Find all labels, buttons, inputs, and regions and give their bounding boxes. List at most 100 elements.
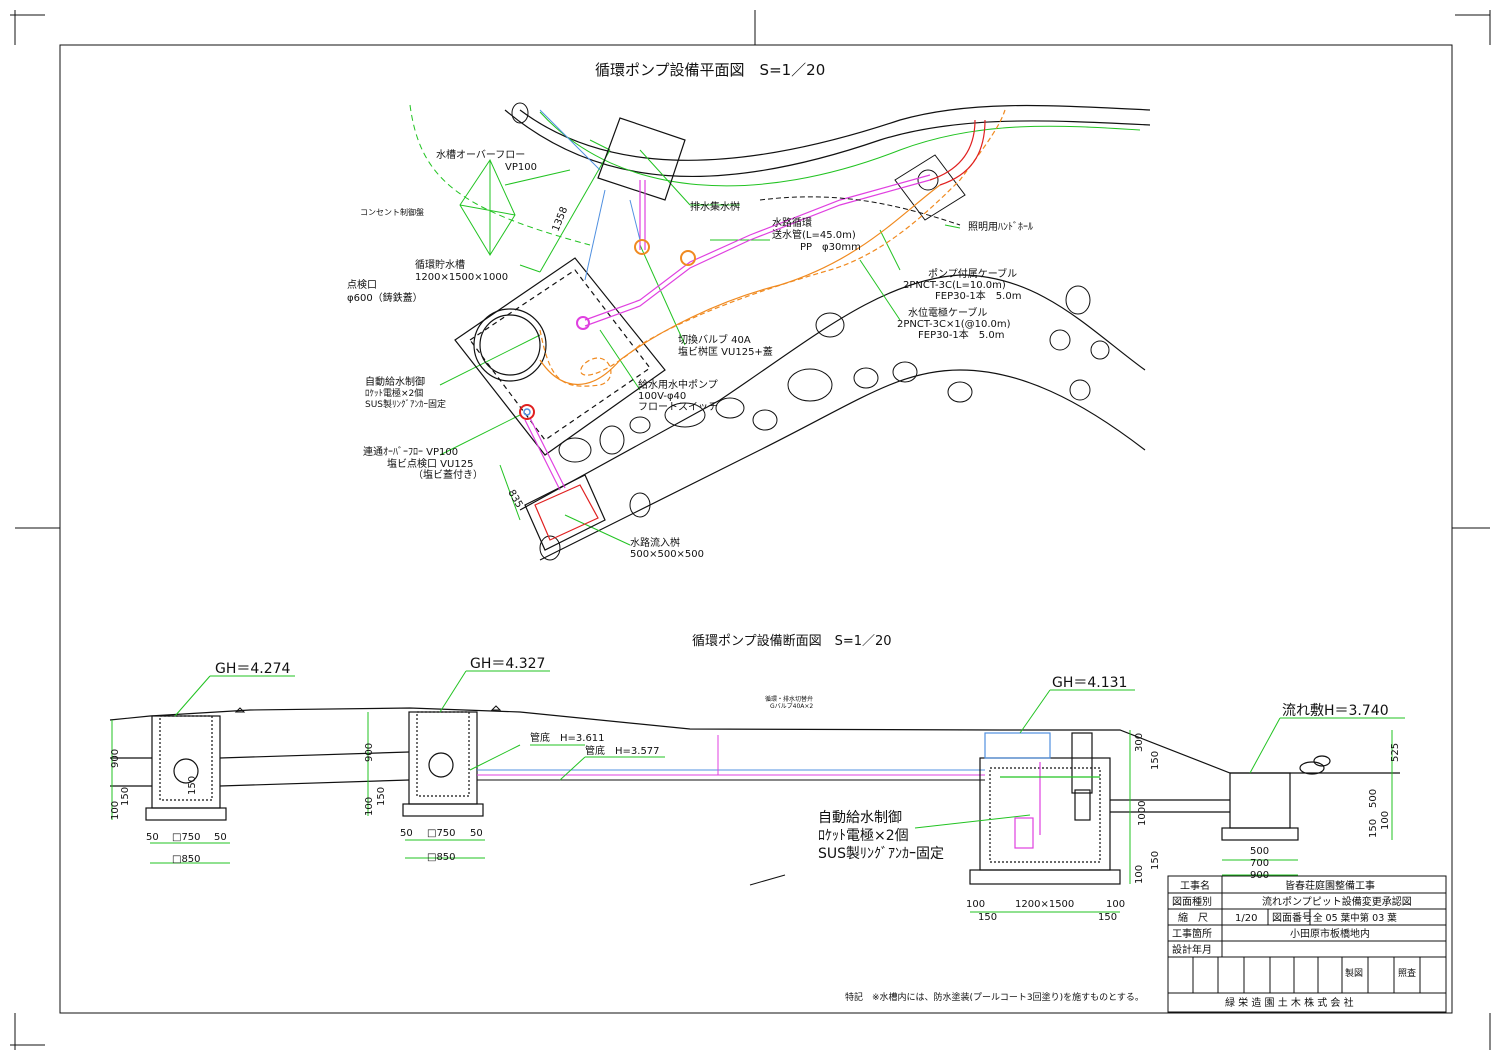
svg-text:□750: □750: [427, 828, 456, 839]
svg-text:工事箇所: 工事箇所: [1172, 927, 1212, 940]
section-tank: [969, 732, 1230, 885]
svg-text:照明用ﾊﾝﾄﾞﾎｰﾙ: 照明用ﾊﾝﾄﾞﾎｰﾙ: [968, 221, 1033, 233]
svg-text:□850: □850: [427, 852, 456, 863]
svg-text:100: 100: [110, 801, 121, 820]
svg-text:835: 835: [505, 488, 524, 510]
svg-text:150: 150: [1150, 851, 1161, 870]
svg-text:自動給水制御: 自動給水制御: [365, 375, 425, 388]
plan-terrain: [504, 104, 1151, 561]
svg-text:150: 150: [120, 787, 131, 806]
svg-text:自動給水制御: 自動給水制御: [818, 810, 902, 826]
svg-text:VP100: VP100: [505, 162, 537, 173]
svg-text:□850: □850: [172, 854, 201, 865]
svg-text:900: 900: [110, 749, 121, 768]
svg-text:循環・排水切替弁: 循環・排水切替弁: [765, 695, 813, 703]
svg-text:流れポンプピット設備変更承認図: 流れポンプピット設備変更承認図: [1262, 895, 1412, 908]
svg-text:100: 100: [1106, 899, 1125, 910]
svg-text:1000: 1000: [1137, 801, 1148, 826]
svg-text:管底 H=3.611: 管底 H=3.611: [530, 731, 605, 744]
svg-text:100: 100: [1380, 811, 1391, 830]
svg-text:100V-φ40: 100V-φ40: [638, 391, 686, 402]
svg-text:700: 700: [1250, 858, 1269, 869]
svg-text:1200×1500×1000: 1200×1500×1000: [415, 272, 508, 283]
svg-text:（塩ビ蓋付き）: （塩ビ蓋付き）: [413, 468, 483, 481]
svg-text:2PNCT-3C×1(@10.0m): 2PNCT-3C×1(@10.0m): [897, 319, 1011, 330]
svg-text:切換バルブ 40A: 切換バルブ 40A: [678, 333, 751, 346]
svg-text:FEP30-1本 5.0m: FEP30-1本 5.0m: [918, 328, 1004, 341]
svg-text:工事名: 工事名: [1180, 879, 1210, 892]
svg-text:ﾛｹｯﾄ電極×2個: ﾛｹｯﾄ電極×2個: [818, 828, 909, 844]
section-labels: GH＝4.274 GH＝4.327 GH＝4.131 流れ敷H＝3.740 管底…: [110, 656, 1401, 923]
svg-text:ポンプ付属ケーブル: ポンプ付属ケーブル: [928, 267, 1017, 280]
svg-text:皆春荘庭園整備工事: 皆春荘庭園整備工事: [1285, 879, 1375, 892]
shosa-label: 照査: [1398, 967, 1416, 979]
plan-orange-cables: [539, 109, 1006, 387]
svg-text:コンセント制御盤: コンセント制御盤: [360, 207, 424, 217]
plan-inlet-box: [524, 474, 606, 551]
svg-text:50: 50: [146, 832, 159, 843]
svg-text:1358: 1358: [551, 205, 571, 233]
svg-text:水位電極ケーブル: 水位電極ケーブル: [908, 306, 987, 319]
plan-circ-pipe: [524, 174, 931, 491]
svg-text:フロートスイッチ: フロートスイッチ: [638, 401, 718, 413]
svg-text:φ600（鋳鉄蓋）: φ600（鋳鉄蓋）: [347, 291, 423, 304]
svg-text:PP φ30mm: PP φ30mm: [800, 242, 861, 253]
svg-text:設計年月: 設計年月: [1172, 943, 1212, 956]
svg-text:150: 150: [1368, 819, 1379, 838]
svg-text:500: 500: [1368, 789, 1379, 808]
svg-text:150: 150: [1098, 912, 1117, 923]
section-pipe: [477, 735, 985, 781]
plan-labels: 水槽オーバーフロー VP100 コンセント制御盤 排水集水桝 水路循環 送水管(…: [347, 148, 1033, 560]
section-dim-lines: [111, 670, 1405, 913]
svg-text:150: 150: [1150, 751, 1161, 770]
misc-marks: [234, 705, 786, 886]
section-outlet-box: [1221, 755, 1331, 841]
svg-text:塩ビ点検口 VU125: 塩ビ点検口 VU125: [387, 457, 473, 470]
svg-text:管底 H=3.577: 管底 H=3.577: [585, 744, 660, 757]
svg-text:Gバルブ40A×2: Gバルブ40A×2: [770, 702, 813, 710]
section-pit-1: [110, 715, 227, 821]
section-title: 循環ポンプ設備断面図 S=1／20: [692, 633, 892, 649]
svg-text:送水管(L=45.0m): 送水管(L=45.0m): [772, 228, 856, 241]
plan-drain-box: [597, 117, 686, 201]
svg-text:GH＝4.327: GH＝4.327: [470, 656, 545, 672]
title-block-text: 工事名 皆春荘庭園整備工事 図面種別 流れポンプピット設備変更承認図 縮 尺 1…: [1172, 879, 1416, 1009]
plan-blue-pipe: [539, 109, 641, 281]
sheet-frame: [10, 10, 1491, 1050]
svg-text:循環貯水槽: 循環貯水槽: [415, 258, 465, 271]
svg-text:1/20: 1/20: [1235, 913, 1257, 924]
svg-text:300: 300: [1134, 733, 1145, 752]
spec-note: 特記 ※水槽内には、防水塗装(プールコート3回塗り)を施すものとする。: [845, 991, 1144, 1003]
svg-text:水路循環: 水路循環: [772, 216, 812, 229]
plan-valves: [519, 239, 696, 420]
title-block: [1167, 875, 1447, 1013]
svg-text:100: 100: [966, 899, 985, 910]
svg-text:FEP30-1本 5.0m: FEP30-1本 5.0m: [935, 289, 1021, 302]
svg-text:100: 100: [1134, 865, 1145, 884]
svg-text:150: 150: [187, 776, 198, 795]
section-pit-2: [219, 711, 484, 817]
svg-text:縮 尺: 縮 尺: [1178, 911, 1208, 924]
svg-text:連通ｵｰﾊﾞｰﾌﾛｰ VP100: 連通ｵｰﾊﾞｰﾌﾛｰ VP100: [363, 445, 458, 458]
svg-text:SUS製ﾘﾝｸﾞｱﾝｶｰ固定: SUS製ﾘﾝｸﾞｱﾝｶｰ固定: [365, 398, 446, 410]
svg-text:150: 150: [376, 787, 387, 806]
svg-text:900: 900: [364, 743, 375, 762]
svg-text:給水用水中ポンプ: 給水用水中ポンプ: [638, 378, 718, 391]
plan-title: 循環ポンプ設備平面図 S=1／20: [595, 61, 825, 79]
svg-text:全 05 葉中第 03 葉: 全 05 葉中第 03 葉: [1313, 912, 1397, 924]
svg-text:525: 525: [1390, 743, 1401, 762]
svg-text:50: 50: [470, 828, 483, 839]
plan-red-cable: [929, 119, 986, 186]
svg-text:□750: □750: [172, 832, 201, 843]
svg-text:点検口: 点検口: [347, 278, 377, 291]
svg-text:150: 150: [978, 912, 997, 923]
plan-handhole: [894, 154, 966, 221]
svg-text:50: 50: [400, 828, 413, 839]
plan-dashed-boundary: [759, 196, 961, 226]
svg-text:500: 500: [1250, 846, 1269, 857]
section-tank-pump: [1000, 762, 1100, 849]
svg-text:100: 100: [364, 797, 375, 816]
svg-text:流れ敷H＝3.740: 流れ敷H＝3.740: [1282, 703, 1389, 719]
svg-text:塩ビ桝匡 VU125+蓋: 塩ビ桝匡 VU125+蓋: [678, 345, 773, 358]
plan-green-lines: [409, 104, 1141, 546]
